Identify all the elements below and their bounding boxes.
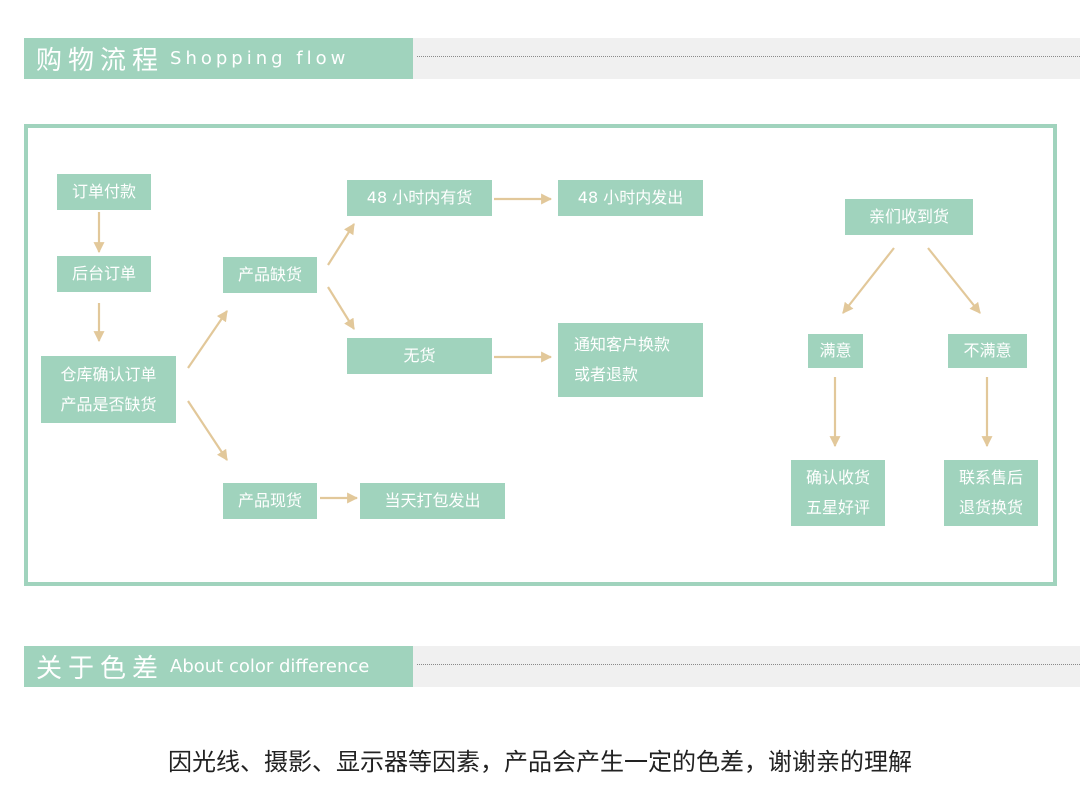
node-out-of-stock: 产品缺货 [223, 257, 317, 293]
section-title-cn: 关于色差 [36, 654, 165, 684]
node-label: 无货 [403, 346, 436, 365]
section-band [413, 38, 1080, 79]
node-label-line2: 退货换货 [958, 498, 1023, 517]
node-label: 后台订单 [71, 264, 136, 283]
node-label-line2: 五星好评 [805, 498, 870, 517]
node-label: 当天打包发出 [384, 491, 481, 510]
node-label-line2: 产品是否缺货 [60, 394, 157, 414]
section-header-shopping-flow: 购物流程 Shopping flow [24, 38, 1080, 79]
node-no-stock: 无货 [347, 338, 492, 374]
node-received: 亲们收到货 [845, 199, 973, 235]
node-ship-48h: 48 小时内发出 [558, 180, 703, 216]
node-label: 不满意 [963, 341, 1012, 360]
node-label: 48 小时内有货 [366, 188, 473, 207]
node-label: 产品现货 [237, 491, 302, 510]
node-same-day-ship: 当天打包发出 [360, 483, 505, 519]
dotted-rule [417, 56, 1080, 57]
node-label-line1: 仓库确认订单 [60, 364, 157, 384]
node-label-line1: 确认收货 [805, 468, 870, 487]
section-header-color-difference: 关于色差 About color difference [24, 646, 1080, 687]
node-order-pay: 订单付款 [57, 174, 151, 210]
dotted-rule [417, 664, 1080, 665]
section-title-en: About color difference [170, 656, 370, 677]
node-confirm-receipt: 确认收货 五星好评 [791, 460, 885, 526]
node-notify-customer: 通知客户换款 或者退款 [558, 323, 703, 397]
flow-frame [24, 124, 1057, 586]
section-title-en: Shopping flow [170, 48, 350, 69]
node-label-line2: 或者退款 [574, 365, 639, 384]
node-label: 48 小时内发出 [577, 188, 684, 207]
section-title-cn: 购物流程 [36, 46, 165, 76]
node-label-line1: 联系售后 [958, 468, 1023, 487]
node-stock-48h: 48 小时内有货 [347, 180, 492, 216]
node-in-stock: 产品现货 [223, 483, 317, 519]
node-label: 亲们收到货 [868, 207, 949, 226]
node-label: 产品缺货 [237, 265, 302, 284]
node-after-sales: 联系售后 退货换货 [944, 460, 1038, 526]
node-unsatisfied: 不满意 [948, 334, 1027, 368]
node-warehouse-check: 仓库确认订单 产品是否缺货 [41, 356, 176, 423]
node-label: 订单付款 [71, 182, 136, 201]
node-satisfied: 满意 [808, 334, 863, 368]
color-difference-note: 因光线、摄影、显示器等因素，产品会产生一定的色差，谢谢亲的理解 [168, 748, 912, 776]
section-band [413, 646, 1080, 687]
node-label: 满意 [819, 341, 852, 360]
node-label-line1: 通知客户换款 [574, 335, 671, 354]
section-tab: 关于色差 About color difference [24, 646, 413, 687]
section-tab: 购物流程 Shopping flow [24, 38, 413, 79]
node-backend-order: 后台订单 [57, 256, 151, 292]
